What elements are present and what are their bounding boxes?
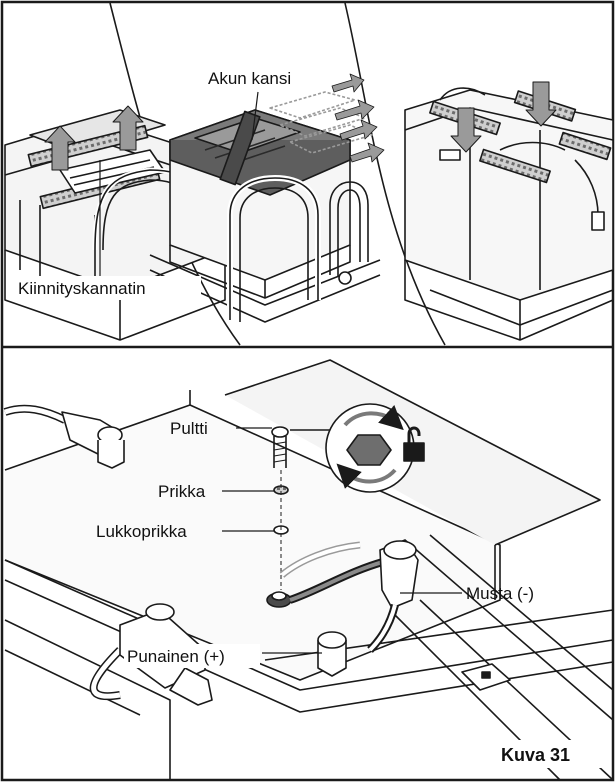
washer-label: Prikka	[158, 482, 206, 501]
unlock-icon	[403, 426, 425, 462]
battery-cover-label: Akun kansi	[208, 69, 291, 88]
hold-down-bracket-label: Kiinnityskannatin	[18, 279, 146, 298]
bolt-label: Pultti	[170, 419, 208, 438]
black-negative-cable	[288, 539, 419, 653]
unlock-detail-callout	[290, 403, 415, 493]
slide-arrow-icon	[331, 73, 385, 163]
red-positive-label: Punainen (+)	[127, 647, 225, 666]
right-battery-assembly	[404, 87, 614, 341]
middle-battery-assembly	[149, 91, 381, 323]
lock-washer-label: Lukkoprikka	[96, 522, 187, 541]
push-arrow-icon	[450, 81, 557, 153]
figure-caption: Kuva 31	[501, 745, 570, 765]
hex-bolt-icon	[346, 434, 392, 466]
black-negative-label: Musta (-)	[466, 584, 534, 603]
rotate-arrows-icon	[343, 405, 404, 431]
top-panel	[4, 2, 614, 346]
top-left-cable	[3, 404, 125, 469]
bottom-panel	[3, 359, 614, 781]
lift-arrow-icon	[44, 105, 144, 171]
bolt-stack	[266, 426, 361, 608]
